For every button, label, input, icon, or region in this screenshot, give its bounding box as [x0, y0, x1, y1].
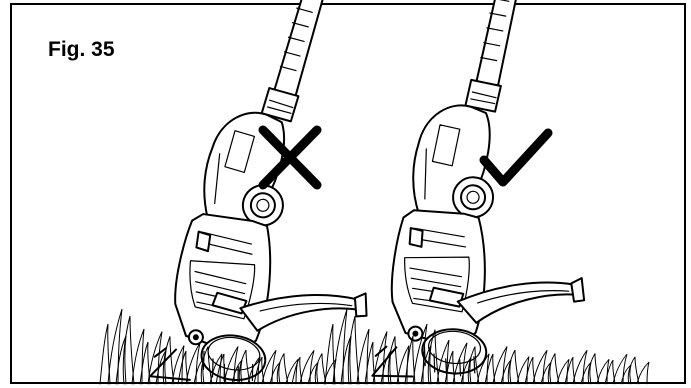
checkmark-icon — [484, 133, 548, 182]
trimmer-incorrect-illustration — [150, 0, 411, 388]
grass-field-right — [325, 309, 649, 384]
trimmer-correct-illustration — [372, 0, 606, 388]
